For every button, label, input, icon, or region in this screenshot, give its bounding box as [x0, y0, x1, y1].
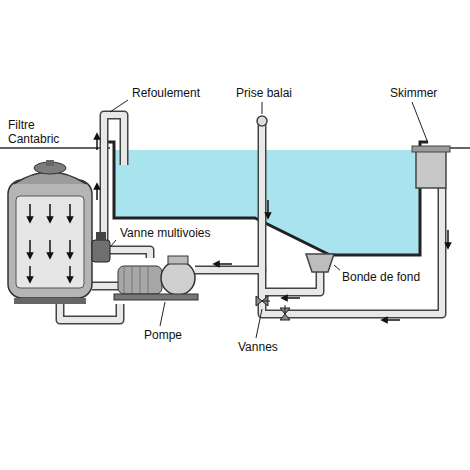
- part-label: Prise balai: [234, 86, 294, 100]
- multiport-valve: [92, 232, 110, 262]
- pump: [114, 256, 198, 300]
- part-label: Bonde de fond: [340, 270, 422, 284]
- pool-wall: [108, 142, 428, 255]
- ground-line: [0, 147, 470, 149]
- part-label: Skimmer: [388, 86, 439, 100]
- bottom-drain: [306, 254, 334, 272]
- part-label: Refoulement: [130, 86, 202, 100]
- leader-lines: [110, 100, 428, 338]
- part-label: Filtre Cantabric: [6, 118, 80, 146]
- flow-arrows: [30, 136, 448, 320]
- part-label: Pompe: [142, 328, 184, 342]
- valve-symbols: [256, 296, 290, 320]
- skimmer-body: [412, 146, 450, 188]
- pipes: [60, 115, 442, 320]
- pool-water: [114, 150, 420, 255]
- part-label: Vannes: [236, 340, 280, 354]
- part-label: Vanne multivoies: [118, 226, 213, 240]
- sand-filter: [8, 160, 92, 304]
- vacuum-inlet: [257, 116, 267, 126]
